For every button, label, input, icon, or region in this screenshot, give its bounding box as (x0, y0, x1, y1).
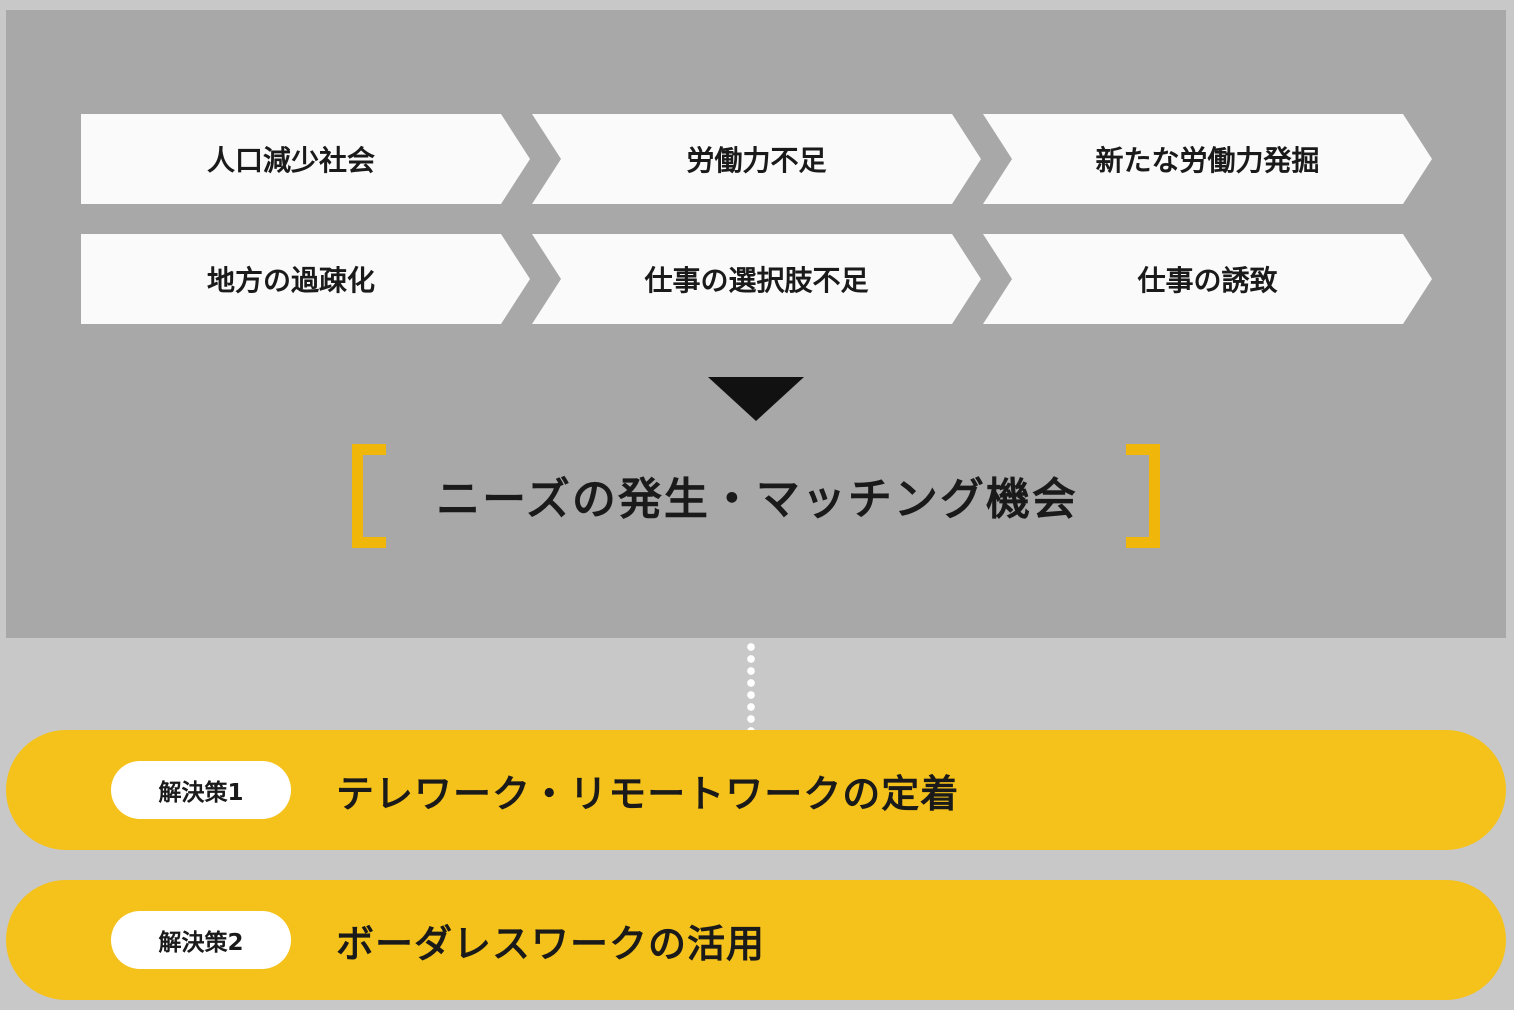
flow-row-regional: 地方の過疎化 仕事の選択肢不足 仕事の誘致 (81, 234, 1432, 324)
flow-step-depopulation: 地方の過疎化 (81, 234, 530, 324)
flow-step-job-shortage: 仕事の選択肢不足 (532, 234, 981, 324)
solution-text-1: テレワーク・リモートワークの定着 (336, 771, 960, 816)
flow-row-population: 人口減少社会 労働力不足 新たな労働力発掘 (81, 114, 1432, 204)
solution-bar-1: 解決策1 テレワーク・リモートワークの定着 (6, 730, 1506, 850)
headline: ニーズの発生・マッチング機会 (436, 474, 1078, 525)
solution-text-2: ボーダレスワークの活用 (336, 921, 766, 966)
flow-step-labor-shortage: 労働力不足 (532, 114, 981, 204)
flow-step-new-labor: 新たな労働力発掘 (983, 114, 1432, 204)
left-bracket-icon (352, 444, 386, 548)
down-arrow-icon (708, 377, 804, 421)
dotted-connector (746, 641, 756, 731)
flow-step-job-attraction: 仕事の誘致 (983, 234, 1432, 324)
solution-bar-2: 解決策2 ボーダレスワークの活用 (6, 880, 1506, 1000)
solution-badge-2: 解決策2 (111, 911, 291, 969)
problem-panel (6, 10, 1506, 638)
right-bracket-icon (1126, 444, 1160, 548)
solution-badge-1: 解決策1 (111, 761, 291, 819)
flow-step-population-decline: 人口減少社会 (81, 114, 530, 204)
